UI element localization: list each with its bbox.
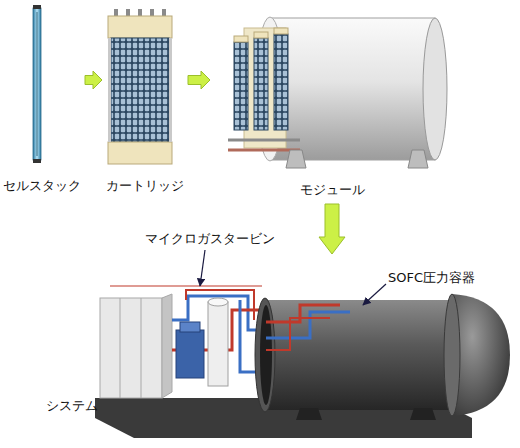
system-illustration-part (110, 285, 262, 286)
module-illustration-part (274, 28, 288, 34)
block-arrow (85, 71, 102, 89)
cartridge-illustration-part (108, 38, 111, 142)
cell-stack-illustration (33, 5, 41, 163)
module-illustration-part (234, 42, 248, 130)
callout-label: SOFC圧力容器 (387, 270, 476, 286)
leader-lines (200, 250, 386, 305)
cell-stack-illustration-part (33, 8, 41, 160)
cell-stack-illustration-part (37, 12, 38, 156)
cartridge-illustration (108, 9, 172, 164)
system-illustration (95, 286, 510, 438)
block-arrow (319, 204, 345, 254)
stage-label: カートリッジ (106, 178, 184, 194)
system-illustration-part (141, 298, 142, 398)
cell-stack-illustration-part (33, 5, 41, 9)
cartridge-illustration-part (169, 38, 172, 142)
system-illustration-part (176, 330, 204, 378)
module-illustration-part (274, 34, 288, 130)
cell-stack-illustration-part (33, 159, 41, 163)
system-illustration-part (120, 298, 121, 398)
module-illustration-part (286, 150, 306, 168)
leader-lines-part (200, 250, 205, 286)
system-illustration-part (208, 298, 228, 306)
module-illustration-part (254, 32, 268, 38)
module-illustration-part (254, 38, 268, 130)
system-illustration-part (208, 302, 228, 386)
system-illustration-part (265, 300, 450, 410)
stage-label: モジュール (300, 182, 365, 198)
stage-node: カートリッジ (104, 0, 186, 200)
system-illustration-part (266, 318, 330, 350)
stage-label: システム (46, 398, 98, 414)
system-illustration-part (410, 408, 436, 420)
callout-label: マイクロガスタービン (144, 231, 276, 247)
system-illustration-part (260, 305, 272, 405)
cartridge-illustration-part (108, 142, 172, 164)
system-illustration-part (162, 294, 172, 398)
system-illustration-part (296, 408, 322, 420)
stage-node: モジュール (212, 0, 452, 200)
module-illustration-part (234, 36, 248, 42)
module-illustration-part (423, 18, 447, 160)
system-illustration-part (452, 294, 510, 416)
module-illustration-part (228, 149, 300, 152)
system-illustration-part (255, 298, 275, 412)
stage-node: セルスタック (1, 0, 83, 200)
system-illustration-part (266, 312, 350, 338)
block-arrow (188, 71, 210, 89)
module-illustration-part (408, 150, 428, 168)
stage-label: セルスタック (3, 178, 81, 194)
system-illustration-part (100, 298, 162, 398)
system-illustration-part (444, 294, 460, 416)
module-illustration-part (228, 139, 300, 142)
system-illustration-part (180, 322, 200, 332)
leader-lines-part (363, 284, 386, 305)
cartridge-illustration-part (111, 38, 169, 142)
cartridge-illustration-part (108, 16, 172, 38)
module-illustration (228, 17, 447, 168)
